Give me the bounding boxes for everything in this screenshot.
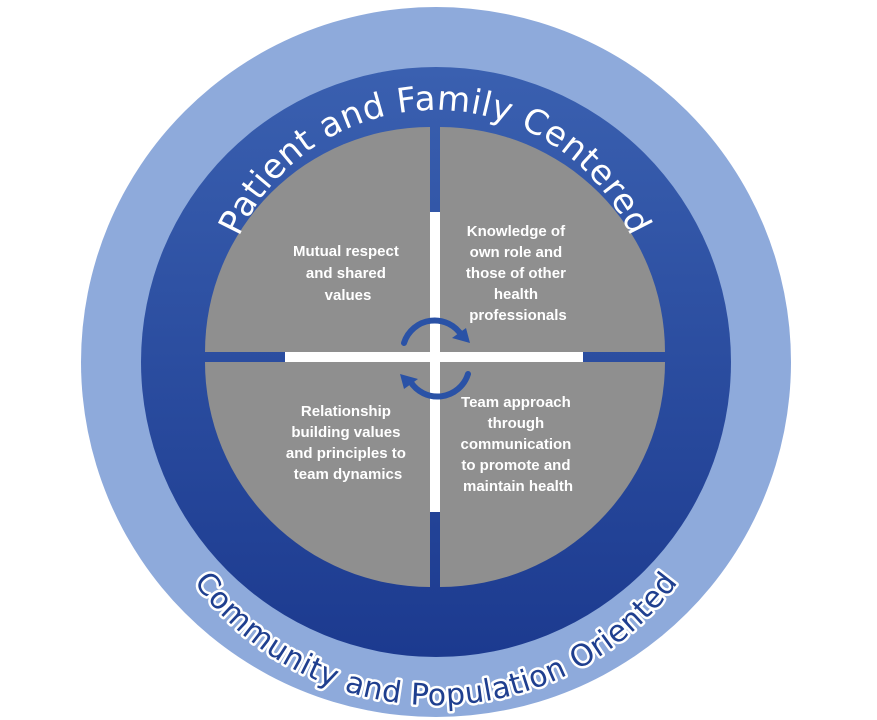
- quadrant-top-left-text: Mutual respect and shared values: [293, 243, 403, 304]
- quadrant-bottom-left-text: Relationship building values and princip…: [286, 403, 410, 483]
- quadrant-bottom-left: [205, 362, 430, 587]
- quadrant-bottom-right: [440, 362, 665, 587]
- cycle-arrows-icon: [400, 317, 471, 400]
- quadrant-top-right-text: Knowledge of own role and those of other…: [466, 223, 570, 324]
- cross-vertical: [430, 212, 440, 512]
- quadrant-bottom-right-text: Team approach through communication to p…: [460, 394, 575, 495]
- quadrant-top-left: [205, 127, 430, 352]
- quadrant-top-right: [440, 127, 665, 352]
